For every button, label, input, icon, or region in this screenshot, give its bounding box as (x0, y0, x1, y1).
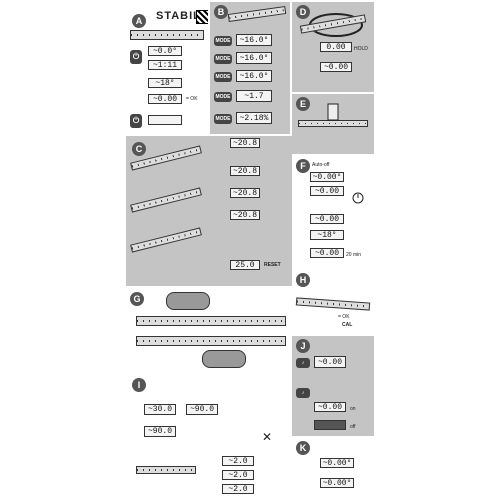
panel-f-badge: F (296, 159, 310, 173)
level-device-a (130, 30, 204, 40)
panel-k: K ~0.00° ~0.00° (292, 438, 374, 498)
panel-i-badge: I (132, 378, 146, 392)
minutes-text: 20 min (346, 252, 362, 258)
display-a-off (148, 115, 182, 125)
mode-button-1[interactable]: MODE (214, 36, 232, 46)
panel-k-badge: K (296, 441, 310, 455)
display-k-1: ~0.00° (320, 458, 354, 468)
display-b-1: ~16.0° (236, 34, 272, 46)
level-device-h (295, 297, 371, 311)
display-j-off (314, 420, 346, 430)
panel-j-badge: J (296, 339, 310, 353)
display-d-1: 0.00 (320, 42, 352, 52)
level-device-i (136, 466, 196, 474)
display-c-5: 25.0 (230, 260, 260, 270)
panel-d-badge: D (296, 5, 310, 19)
auto-off-text: Auto-off (312, 162, 330, 168)
panel-b: B MODE ~16.0° MODE ~16.0° MODE ~16.0° MO… (210, 2, 290, 134)
display-i-6: ~2.0 (222, 484, 254, 494)
panel-e: E (292, 94, 374, 154)
level-device-g2 (136, 336, 286, 346)
panel-i: I ~30.0 ~90.0 ~90.0 ~2.0 ~2.0 ~2.0 ✕ (126, 374, 292, 498)
mode-button-2[interactable]: MODE (214, 54, 232, 64)
panel-f: F Auto-off ~0.00° ~0.00 ~0.00 ~18° ~0.00… (292, 156, 374, 268)
panel-a-badge: A (132, 14, 146, 28)
magnet-icon (327, 103, 339, 121)
sound-button-2[interactable]: ♪ (296, 388, 310, 398)
panel-d: D 0.00 HOLD ~0.00 (292, 2, 374, 92)
display-a-1: ~0.0° (148, 46, 182, 56)
display-i-1: ~30.0 (144, 404, 176, 415)
panel-a: A STABILA ⏻ ~0.0° ~1:11 ~18° ~0.00 = OK … (126, 2, 208, 134)
display-a-3: ~18° (148, 78, 182, 88)
display-closeup-g1 (166, 292, 210, 310)
hold-text: HOLD (354, 46, 368, 52)
display-i-4: ~2.0 (222, 456, 254, 466)
timer-icon (352, 192, 364, 204)
level-device-g1 (136, 316, 286, 326)
power-button[interactable]: ⏻ (130, 50, 142, 64)
display-f-3: ~0.00 (310, 214, 344, 224)
off-text: off (350, 424, 356, 430)
mute-icon: ✕ (262, 430, 273, 444)
panel-g-badge: G (130, 292, 144, 306)
display-f-4: ~18° (310, 230, 344, 240)
mode-button-4[interactable]: MODE (214, 92, 232, 102)
sound-button-1[interactable]: ♪ (296, 358, 310, 368)
display-c-3: ~20.8 (230, 188, 260, 198)
display-c-1: ~20.8 (230, 138, 260, 148)
display-d-2: ~0.00 (320, 62, 352, 72)
brand-logo (196, 10, 208, 24)
display-b-2: ~16.0° (236, 52, 272, 64)
on-text: on (350, 406, 356, 412)
display-f-5: ~0.00 (310, 248, 344, 258)
ok-text-h: = OK (338, 314, 350, 320)
panel-e-badge: E (296, 97, 310, 111)
mode-button-3[interactable]: MODE (214, 72, 232, 82)
display-j-2: ~0.00 (314, 402, 346, 412)
panel-h: H = OK CAL (292, 270, 374, 334)
level-device-b (227, 6, 287, 22)
cal-text: CAL (342, 322, 353, 328)
display-c-4: ~20.8 (230, 210, 260, 220)
mode-button-5[interactable]: MODE (214, 114, 232, 124)
panel-c: C ~20.8 ~20.8 ~20.8 ~20.8 25.0 RESET (126, 136, 292, 286)
reset-text: RESET (264, 262, 281, 268)
display-f-2: ~0.00 (310, 186, 344, 196)
display-i-2: ~90.0 (186, 404, 218, 415)
display-c-2: ~20.8 (230, 166, 260, 176)
display-a-4: ~0.00 (148, 94, 182, 104)
display-closeup-g2 (202, 350, 246, 368)
panel-g: G (126, 288, 292, 372)
panel-c-badge: C (132, 142, 146, 156)
level-device-c3 (130, 227, 202, 253)
level-device-c2 (130, 187, 202, 213)
panel-h-badge: H (296, 273, 310, 287)
display-j-1: ~0.00 (314, 356, 346, 368)
display-k-2: ~0.00° (320, 478, 354, 488)
display-a-2: ~1:11 (148, 60, 182, 70)
panel-b-badge: B (214, 5, 228, 19)
display-b-5: ~2.18% (236, 112, 272, 124)
display-i-3: ~90.0 (144, 426, 176, 437)
brand-name: STABILA (156, 10, 208, 22)
display-b-4: ~1.7 (236, 90, 272, 102)
display-i-5: ~2.0 (222, 470, 254, 480)
ok-text-a: = OK (186, 96, 198, 102)
display-f-1: ~0.00° (310, 172, 344, 182)
display-b-3: ~16.0° (236, 70, 272, 82)
panel-j: J ♪ ~0.00 ♪ ~0.00 on off (292, 336, 374, 436)
power-button-2[interactable]: ⏻ (130, 114, 142, 128)
